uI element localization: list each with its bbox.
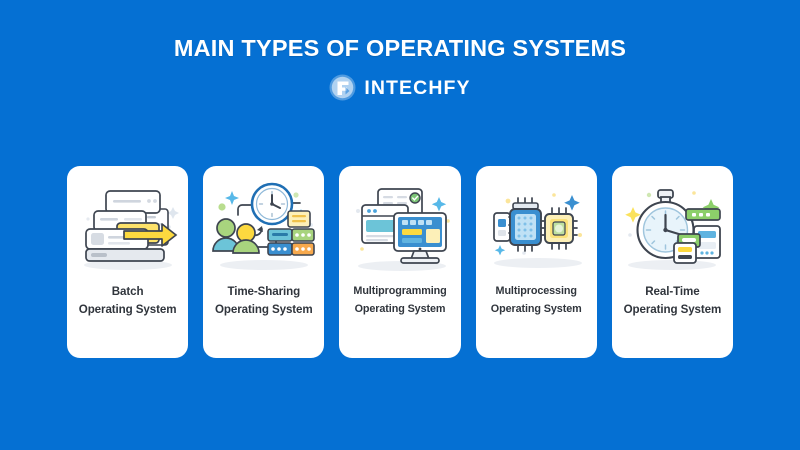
os-card-time-sharing-label: Time-Sharing Operating System xyxy=(212,284,316,317)
os-card-real-time-label: Real-Time Operating System xyxy=(621,284,725,317)
os-card-title: Real-Time xyxy=(645,285,700,298)
brand-lockup: INTECHFY xyxy=(329,74,470,101)
os-card-title: Multiprocessing xyxy=(495,285,577,297)
os-card-multiprocessing[interactable]: Multiprocessing Operating System xyxy=(475,166,597,358)
os-card-subtitle: Operating System xyxy=(354,303,446,315)
os-card-time-sharing[interactable]: Time-Sharing Operating System xyxy=(203,166,325,358)
stacked-documents-with-yellow-arrow-icon xyxy=(67,166,188,284)
monitor-multiple-windows-icon xyxy=(339,166,460,284)
clock-users-servers-icon xyxy=(203,166,324,284)
dual-cpu-chips-icon xyxy=(476,166,597,284)
os-card-subtitle: Operating System xyxy=(78,303,177,316)
os-card-multiprogramming-label: Multiprogramming Operating System xyxy=(350,284,449,317)
os-card-batch[interactable]: Batch Operating System xyxy=(67,166,189,358)
os-card-multiprogramming[interactable]: Multiprogramming Operating System xyxy=(339,166,461,358)
brand-name: INTECHFY xyxy=(364,76,471,99)
os-card-subtitle: Operating System xyxy=(490,303,582,315)
os-card-batch-label: Batch Operating System xyxy=(76,284,180,317)
os-card-title: Batch xyxy=(111,285,144,298)
os-card-title: Multiprogramming xyxy=(353,285,447,297)
os-card-subtitle: Operating System xyxy=(214,303,313,316)
page-title: MAIN TYPES OF OPERATING SYSTEMS xyxy=(173,35,627,61)
os-type-card-row: Batch Operating System xyxy=(67,166,734,358)
stopwatch-servers-icon xyxy=(612,166,733,284)
os-card-title: Time-Sharing xyxy=(227,285,301,298)
intechfy-circle-f-logo-icon xyxy=(329,74,356,101)
os-card-multiprocessing-label: Multiprocessing Operating System xyxy=(488,284,585,317)
os-card-subtitle: Operating System xyxy=(623,303,722,316)
os-card-real-time[interactable]: Real-Time Operating System xyxy=(611,166,734,358)
header: MAIN TYPES OF OPERATING SYSTEMS INTECHFY xyxy=(0,34,800,106)
